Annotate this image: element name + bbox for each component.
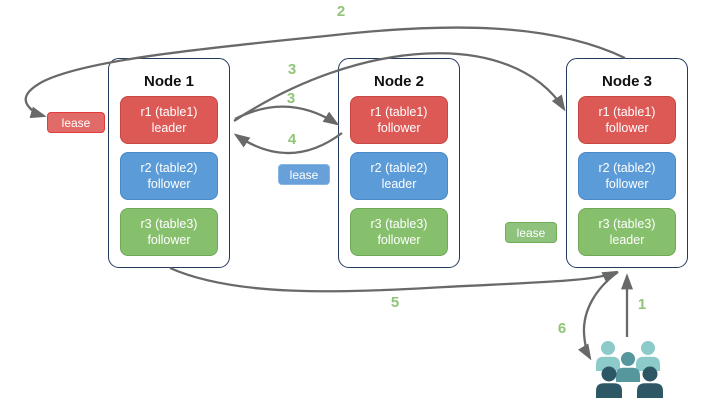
node2-replica-r3: r3 (table3) follower — [350, 208, 448, 256]
arrow-step-5 — [169, 266, 619, 293]
step-label-3a: 3 — [287, 61, 297, 78]
node1-replica-r1: r1 (table1) leader — [120, 96, 218, 144]
step-label-2: 2 — [336, 3, 346, 20]
step-label-4: 4 — [287, 131, 297, 148]
node2-replica-r1: r1 (table1) follower — [350, 96, 448, 144]
node1-replica-r2: r2 (table2) follower — [120, 152, 218, 200]
replica-role: follower — [605, 121, 649, 135]
node-3-box: Node 3 r1 (table1) follower r2 (table2) … — [566, 58, 688, 268]
replica-name: r3 (table3) — [598, 216, 656, 231]
node-2-box: Node 2 r1 (table1) follower r2 (table2) … — [338, 58, 460, 268]
step-label-5: 5 — [390, 294, 400, 311]
lease-badge-table3: lease — [505, 222, 557, 243]
replica-name: r2 (table2) — [370, 160, 428, 175]
node-2-title: Node 2 — [373, 73, 424, 90]
replica-role: follower — [147, 233, 191, 247]
replica-name: r3 (table3) — [140, 216, 198, 231]
step-label-3b: 3 — [286, 90, 296, 107]
replica-role: leader — [381, 177, 417, 191]
replica-role: follower — [605, 177, 649, 191]
replica-name: r1 (table1) — [140, 104, 198, 119]
node3-replica-r2: r2 (table2) follower — [578, 152, 676, 200]
node-1-title: Node 1 — [143, 73, 194, 90]
node-3-title: Node 3 — [601, 73, 652, 90]
replica-name: r3 (table3) — [370, 216, 428, 231]
replica-role: leader — [609, 233, 645, 247]
replica-role: follower — [147, 177, 191, 191]
step-label-1: 1 — [637, 296, 647, 313]
node-1-box: Node 1 r1 (table1) leader r2 (table2) fo… — [108, 58, 230, 268]
node1-replica-r3: r3 (table3) follower — [120, 208, 218, 256]
replica-role: follower — [377, 233, 421, 247]
node3-replica-r1: r1 (table1) follower — [578, 96, 676, 144]
node3-replica-r3: r3 (table3) leader — [578, 208, 676, 256]
replica-role: leader — [151, 121, 187, 135]
replica-name: r2 (table2) — [598, 160, 656, 175]
users-group-icon — [596, 341, 663, 398]
replica-name: r2 (table2) — [140, 160, 198, 175]
replica-name: r1 (table1) — [370, 104, 428, 119]
arrow-step-6 — [578, 271, 619, 361]
lease-badge-table2: lease — [278, 164, 330, 185]
arrow-step-3-to-node2 — [234, 105, 340, 126]
replica-role: follower — [377, 121, 421, 135]
lease-badge-table1: lease — [47, 112, 105, 133]
step-label-6: 6 — [557, 320, 567, 337]
node2-replica-r2: r2 (table2) leader — [350, 152, 448, 200]
replica-name: r1 (table1) — [598, 104, 656, 119]
